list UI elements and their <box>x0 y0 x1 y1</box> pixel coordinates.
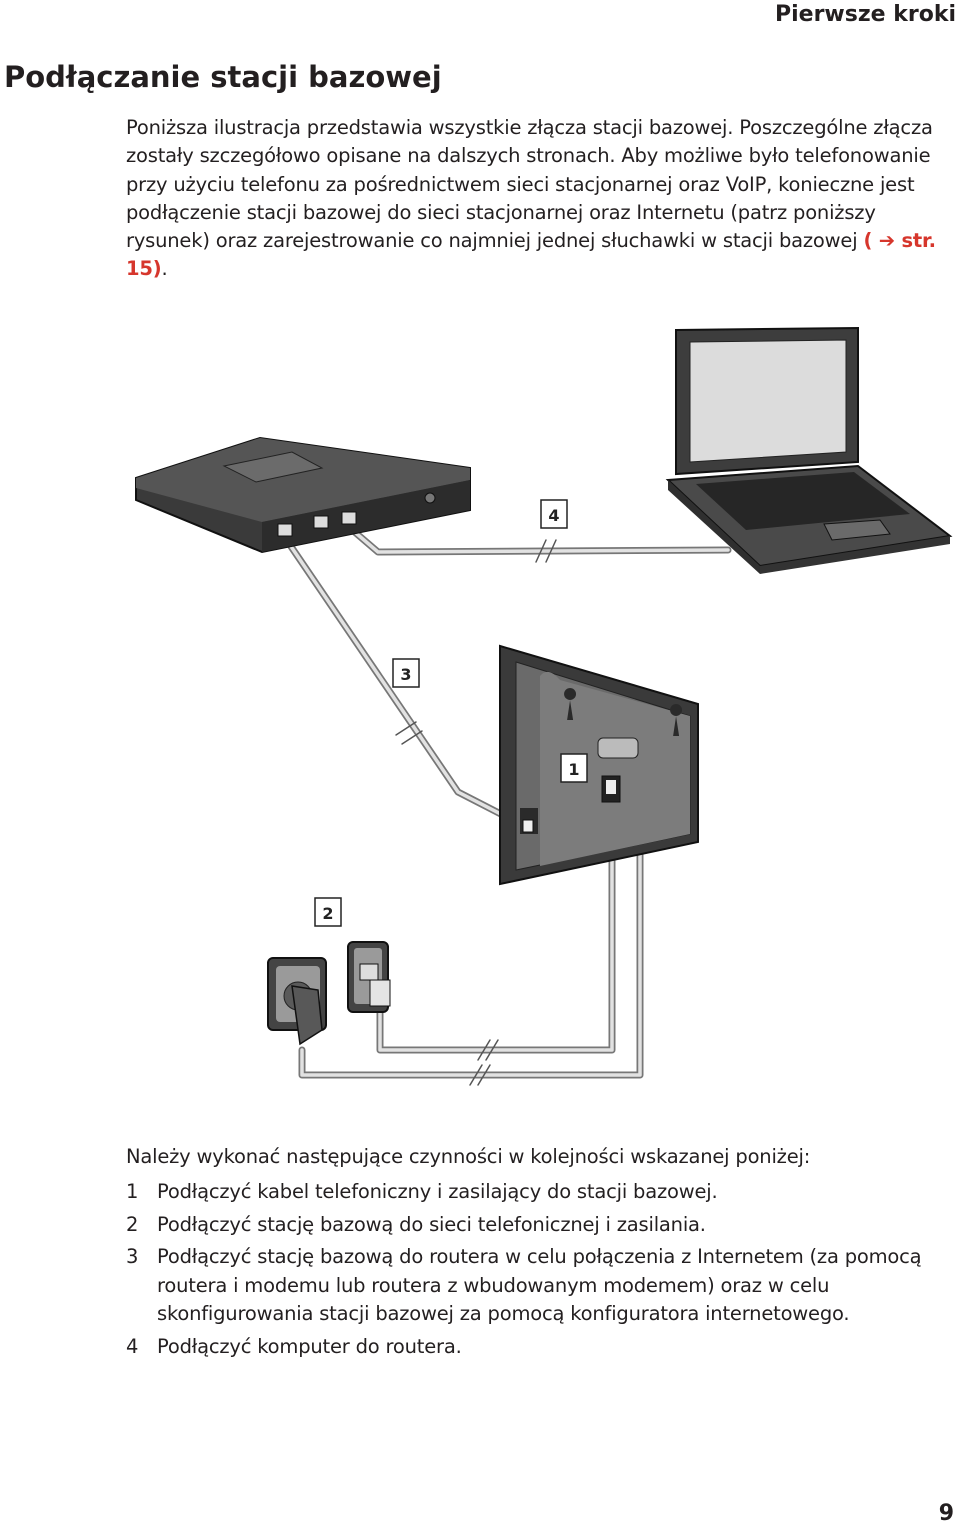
page-reference-link[interactable]: ( ➔ str. 15) <box>126 229 936 280</box>
callout-4: 4 <box>540 499 568 529</box>
steps-list: 1 Podłączyć kabel telefoniczny i zasilają… <box>126 1178 956 1365</box>
step-item: 1 Podłączyć kabel telefoniczny i zasilają… <box>126 1178 956 1207</box>
steps-intro: Należy wykonać następujące czynności w k… <box>126 1145 811 1168</box>
cable-4-router-to-laptop <box>346 524 732 563</box>
intro-end: . <box>161 257 168 281</box>
intro-paragraph: Poniższa ilustracja przedstawia wszystki… <box>126 114 956 284</box>
step-number: 4 <box>126 1334 139 1358</box>
ref-page: str. 15) <box>126 229 936 281</box>
section-header: Pierwsze kroki <box>774 2 956 27</box>
wall-phone-socket <box>347 941 391 1013</box>
base-station <box>499 644 699 886</box>
page-title: Podłączanie stacji bazowej <box>4 60 442 94</box>
step-number: 2 <box>126 1212 139 1236</box>
laptop-computer <box>665 326 953 574</box>
step-text: Podłączyć stację bazową do sieci telefon… <box>157 1212 706 1236</box>
step-text: Podłączyć stację bazową do routera w cel… <box>157 1245 922 1325</box>
connection-diagram: 4 3 1 2 <box>135 326 953 1086</box>
callout-3-label: 3 <box>400 665 411 684</box>
router-device <box>135 436 471 554</box>
step-text: Podłączyć komputer do routera. <box>157 1334 462 1358</box>
step-item: 4 Podłączyć komputer do routera. <box>126 1333 956 1362</box>
wall-power-socket <box>267 957 327 1046</box>
callout-3: 3 <box>392 658 420 688</box>
cable-phone-line <box>376 786 616 1061</box>
callout-2: 2 <box>314 897 342 927</box>
callout-2-label: 2 <box>322 904 333 923</box>
step-item: 2 Podłączyć stację bazową do sieci telefo… <box>126 1211 956 1240</box>
intro-text: Poniższa ilustracja przedstawia wszystki… <box>126 116 933 253</box>
callout-1: 1 <box>560 753 588 783</box>
step-text: Podłączyć kabel telefoniczny i zasilając… <box>157 1180 718 1203</box>
step-number: 1 <box>126 1180 139 1203</box>
callout-1-label: 1 <box>568 760 579 779</box>
step-item: 3 Podłączyć stację bazową do routera w ce… <box>126 1243 956 1329</box>
callout-4-label: 4 <box>548 506 559 525</box>
arrow-right-icon: ➔ <box>878 229 895 253</box>
step-number: 3 <box>126 1245 139 1268</box>
ref-open: ( <box>863 229 873 253</box>
page-number: 9 <box>938 1501 954 1526</box>
